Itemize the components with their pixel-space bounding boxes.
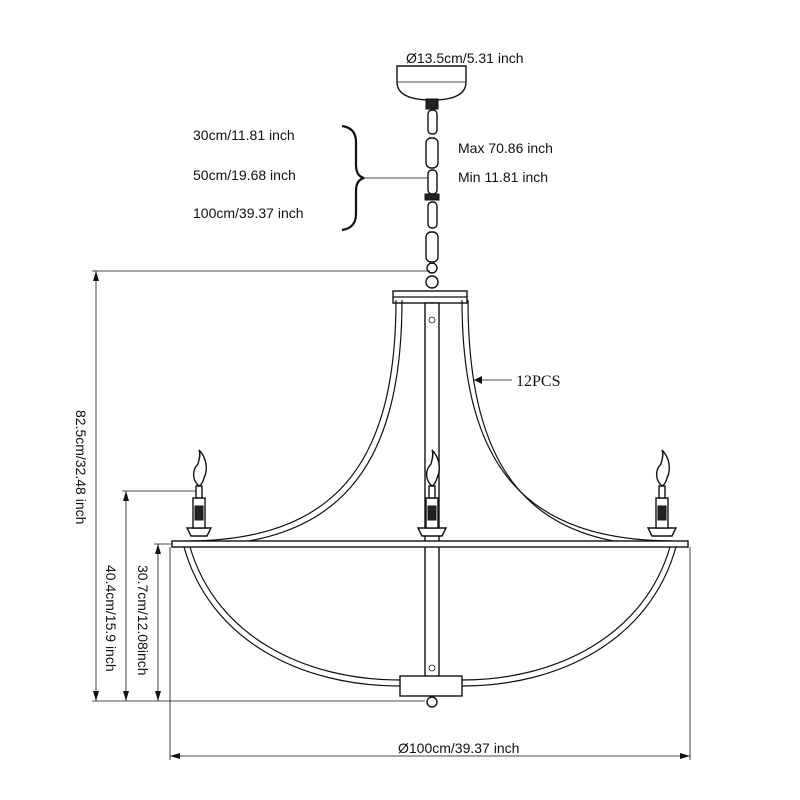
candle-height-dimension xyxy=(122,490,196,701)
candle-center xyxy=(416,449,448,537)
arm-count-label: 12PCS xyxy=(516,373,560,390)
total-height-label: 82.5cm/32.48 inch xyxy=(73,410,89,524)
chain-option-50cm: 50cm/19.68 inch xyxy=(193,167,296,183)
min-length-label: Min 11.81 inch xyxy=(458,169,548,185)
chain-option-30cm: 30cm/11.81 inch xyxy=(193,127,295,143)
canopy-diameter-label: Ø13.5cm/5.31 inch xyxy=(406,50,524,66)
candle-height-label: 40.4cm/15.9 inch xyxy=(103,565,119,672)
diameter-dimension xyxy=(169,547,691,760)
bottom-hub xyxy=(399,675,463,708)
total-height-dimension xyxy=(92,270,430,702)
overall-diameter-label: Ø100cm/39.37 inch xyxy=(398,740,519,756)
candle-left xyxy=(185,449,213,537)
hanging-chain xyxy=(424,109,440,289)
candle-right xyxy=(646,449,678,537)
top-crossbar xyxy=(392,290,468,304)
body-height-dimension xyxy=(154,543,172,701)
body-height-label: 30.7cm/12.08inch xyxy=(135,565,151,676)
chain-length-brace xyxy=(341,124,428,232)
ring-crossbar xyxy=(171,540,689,548)
chain-option-100cm: 100cm/39.37 inch xyxy=(193,205,304,221)
max-length-label: Max 70.86 inch xyxy=(458,140,553,156)
arm-count-callout xyxy=(474,376,512,384)
ceiling-canopy xyxy=(396,65,467,110)
